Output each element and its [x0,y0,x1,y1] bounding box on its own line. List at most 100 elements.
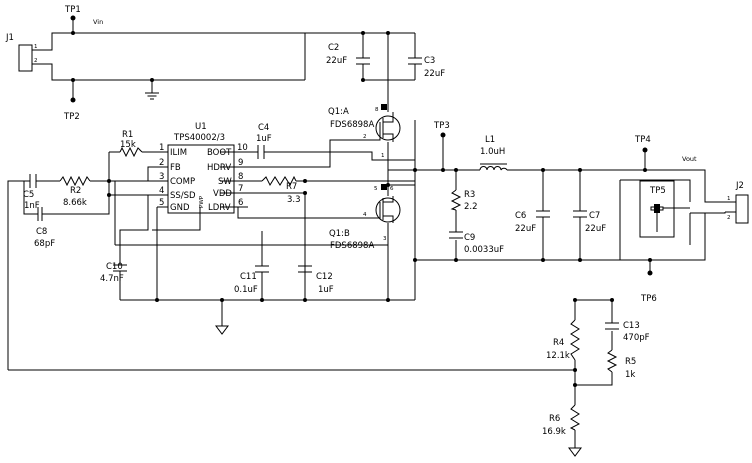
ic-u1: U1 TPS40002/3 PWP 1 ILIM 2 FB 3 COMP 4 S… [157,122,248,214]
r7-ref: R7 [286,182,297,192]
c2-ref: C2 [328,43,339,53]
u1-pin-num: 9 [238,158,243,168]
c4-ref: C4 [258,123,269,133]
ground-icon [568,447,582,457]
q1b-pin-s: 3 [383,236,387,242]
capacitor-c5: C5 1nF [23,174,40,211]
u1-pin-num: 5 [159,198,164,208]
net-label-vout: Vout [682,155,697,163]
q1b-pin-g: 4 [363,212,367,218]
capacitor-c4: C4 1uF [256,123,272,159]
u1-pin-name: BOOT [207,148,232,158]
tp1-label: TP1 [64,5,81,15]
test-point-tp4: TP4 [634,135,651,153]
c4-value: 1uF [256,134,272,144]
r6-ref: R6 [549,414,560,424]
resistor-r1: R1 15k [119,130,143,158]
u1-pin-num: 4 [159,186,164,196]
q1a-pin-d: 8 [375,107,379,113]
r4-ref: R4 [553,338,564,348]
test-point-tp2: TP2 [63,97,80,122]
resistor-r4: R4 12.1k [546,319,580,361]
c13-value: 470pF [623,333,650,343]
c6-ref: C6 [515,211,526,221]
q1a-ref: Q1:A [328,107,349,117]
resistor-r6: R6 16.9k [542,404,581,437]
ground-icon [215,325,229,335]
l1-ref: L1 [485,135,495,145]
c8-ref: C8 [36,227,47,237]
j2-pin1: 1 [727,196,731,202]
wires [7,18,726,448]
test-point-tp1: TP1 [64,5,81,21]
capacitor-c10: C10 4.7nF [100,262,127,284]
test-point-tp3: TP3 [433,121,450,138]
r5-value: 1k [625,370,635,380]
c12-value: 1uF [318,285,334,295]
c6-value: 22uF [515,224,536,234]
c11-value: 0.1uF [234,285,258,295]
u1-pins: 1 ILIM 2 FB 3 COMP 4 SS/SD 5 GND 10 BOOT… [159,143,248,213]
q1b-part: FDS6898A [330,241,374,251]
j1-pin1: 1 [34,44,38,50]
mosfet-q1b: Q1:B FDS6898A 5 6 4 3 [329,184,401,251]
c3-value: 22uF [424,69,445,79]
ground-icon [145,92,159,100]
r2-value: 8.66k [63,198,87,208]
q1a-part: FDS6898A [330,120,374,130]
c7-ref: C7 [589,211,600,221]
test-point-tp5: TP5 [639,180,690,238]
r1-ref: R1 [122,130,133,140]
tp3-label: TP3 [433,121,450,131]
connector-j1: J1 1 2 [5,33,40,72]
q1b-pin-d2: 6 [390,186,394,192]
capacitor-c9: C9 0.0033uF [449,231,504,255]
j1-pin2: 2 [34,58,38,64]
c3-ref: C3 [424,56,435,66]
r3-value: 2.2 [464,202,478,212]
junctions [71,31,652,387]
u1-pad-label: PWP [199,195,205,208]
inductor-l1: L1 1.0uH [479,135,508,171]
u1-pin-name: LDRV [208,203,231,213]
capacitor-c3: C3 22uF [408,56,445,79]
u1-pin-name: HDRV [207,163,231,173]
l1-value: 1.0uH [480,147,505,157]
u1-pin-name: VDD [213,189,232,199]
u1-pin-name: COMP [170,177,195,187]
capacitor-c12: C12 1uF [298,265,334,295]
c5-value: 1nF [24,201,40,211]
j2-pin2: 2 [727,215,731,221]
u1-pin-name: SS/SD [170,191,196,201]
c10-ref: C10 [106,262,123,272]
q1b-pin-d: 5 [374,186,378,192]
r1-value: 15k [120,140,136,150]
u1-pin-num: 2 [159,158,164,168]
u1-pin-name: GND [170,203,190,213]
r3-ref: R3 [464,190,475,200]
connector-j2: J2 1 2 [725,181,749,224]
r4-value: 12.1k [546,351,570,361]
u1-ref: U1 [195,122,207,132]
tp4-label: TP4 [634,135,651,145]
r6-value: 16.9k [542,427,566,437]
c5-ref: C5 [23,190,34,200]
resistor-r5: R5 1k [606,349,636,380]
resistor-r7: R7 3.3 [261,175,301,205]
capacitor-c11: C11 0.1uF [234,265,269,295]
u1-pin-name: FB [170,163,181,173]
c2-value: 22uF [326,56,347,66]
capacitor-c6: C6 22uF [515,210,550,234]
c11-ref: C11 [240,272,257,282]
r5-ref: R5 [625,357,636,367]
c9-ref: C9 [464,233,475,243]
capacitor-c8: C8 68pF [34,207,55,249]
r2-ref: R2 [70,186,81,196]
u1-pin-num: 7 [238,184,243,194]
c9-value: 0.0033uF [464,245,504,255]
u1-part: TPS40002/3 [173,133,225,143]
capacitor-c13: C13 470pF [605,321,650,343]
q1a-pin-s: 1 [381,153,385,159]
u1-pin-num: 6 [238,198,243,208]
u1-pin-num: 1 [159,143,164,153]
